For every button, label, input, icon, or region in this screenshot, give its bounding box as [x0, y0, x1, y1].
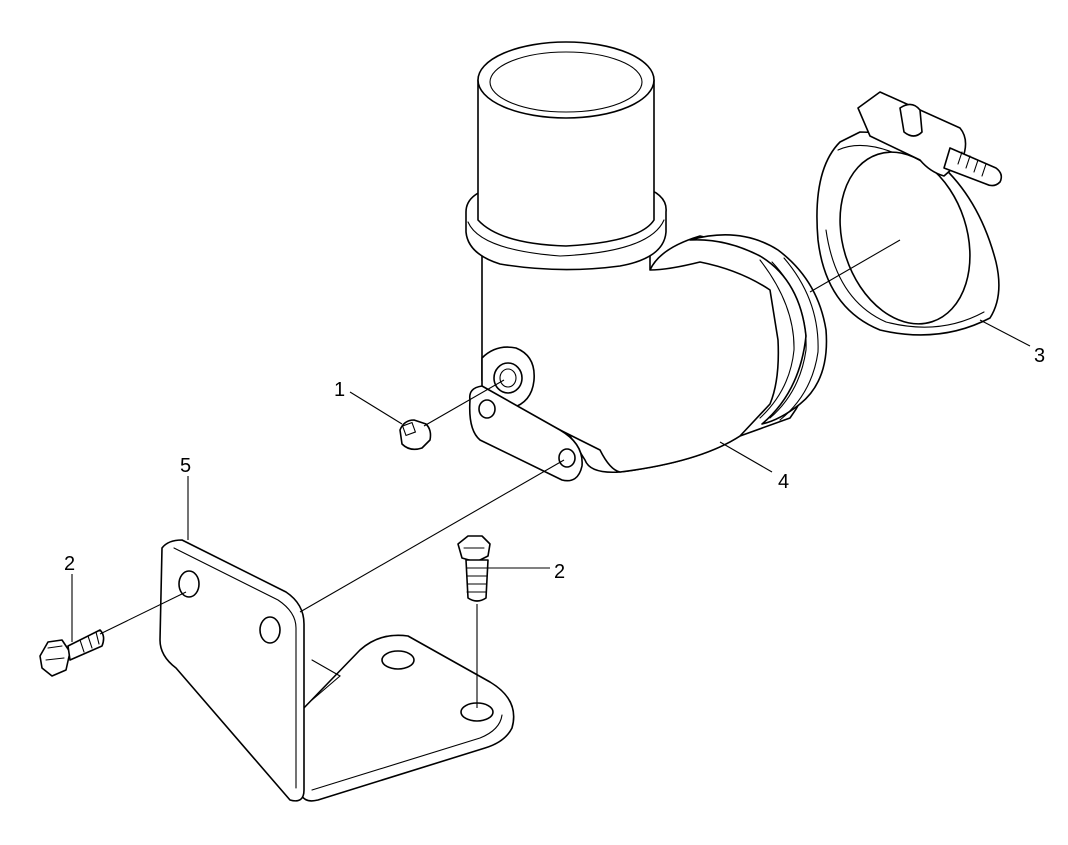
- bracket-foot-plate: [299, 634, 515, 802]
- plug-part-1: [399, 419, 432, 451]
- bracket-vertical-plate: [159, 539, 305, 802]
- bracket-part-5: [159, 539, 515, 802]
- callout-1: 1: [334, 379, 345, 401]
- callout-5: 5: [180, 455, 191, 477]
- callout-2-right: 2: [554, 561, 565, 583]
- bracket-hole-upper: [178, 570, 200, 598]
- callout-2-left: 2: [64, 553, 75, 575]
- elbow-tube-mouth: [477, 41, 655, 119]
- elbow-main-body: [481, 251, 780, 473]
- clamp-screw: [943, 147, 1003, 187]
- clamp-band-inner: [839, 151, 971, 325]
- outlet-rib-outer: [689, 234, 828, 425]
- callout-4: 4: [778, 471, 789, 493]
- callout-3: 3: [1034, 345, 1045, 367]
- bolt-part-2-left: [39, 629, 105, 677]
- elbow-housing-part-4: [465, 41, 828, 482]
- hose-clamp-part-3: [816, 91, 1003, 336]
- bolt-part-2-right: [457, 535, 491, 602]
- bracket-hole-foot-rear: [381, 650, 415, 670]
- elbow-mounting-tab: [468, 385, 583, 482]
- bracket-hole-lower: [259, 616, 281, 644]
- elbow-top-tube: [477, 79, 655, 247]
